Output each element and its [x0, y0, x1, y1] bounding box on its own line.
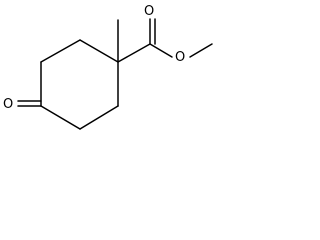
ester-oxygen-label: O: [175, 50, 185, 65]
chemical-structure: O O O: [3, 4, 213, 130]
ring-bond-c5-c6: [79, 105, 119, 130]
bond-c1-carbonyl-carbon: [117, 43, 151, 63]
ester-carbonyl-oxygen-label: O: [144, 4, 154, 19]
chemical-structure-canvas: O O O: [0, 0, 220, 138]
bond-carbonyl-carbon-ester-oxygen: [149, 43, 173, 58]
ring-ketone-oxygen-label: O: [3, 97, 13, 112]
ring-bond-c2-c3: [40, 39, 81, 63]
bond-ester-oxygen-methyl: [189, 43, 213, 58]
ring-bond-c1-c2: [79, 39, 119, 63]
ring-bond-c4-c5: [40, 105, 81, 130]
